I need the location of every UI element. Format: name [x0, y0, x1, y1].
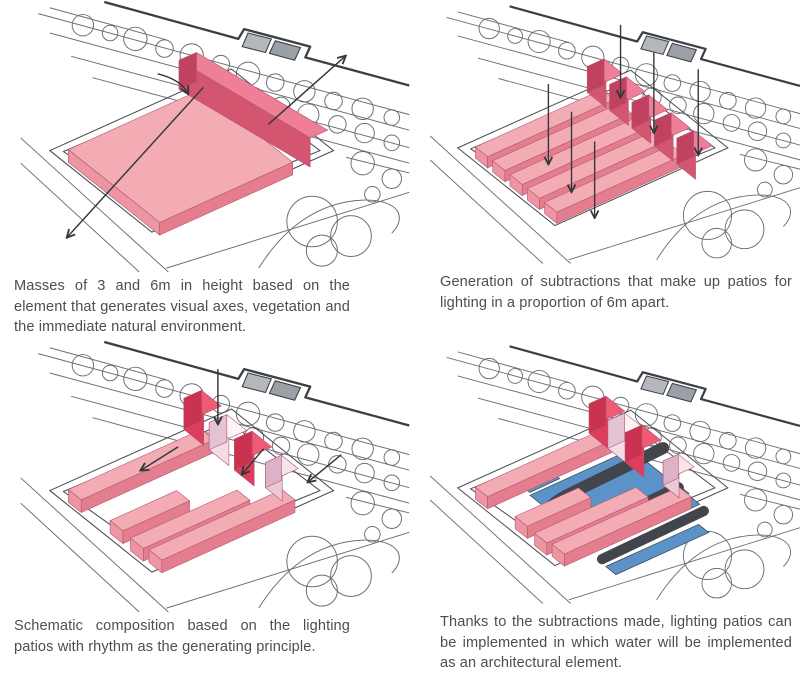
white-cube: [607, 412, 643, 463]
pale-cube: [662, 453, 695, 499]
rhythm-bars: [475, 429, 692, 567]
panel-water-patios: Thanks to the subtractions made, lightin…: [430, 340, 800, 679]
slab-strips: [475, 89, 684, 224]
axonometric-composition-diagram: [19, 340, 411, 612]
composition-arrows: [141, 369, 342, 482]
red-cube-1: [588, 395, 625, 449]
axonometric-masses-diagram: [19, 0, 411, 272]
red-cube-1: [183, 390, 222, 446]
visual-axis-arrows: [67, 56, 345, 237]
axonometric-water-diagram: [430, 345, 800, 605]
caption-subtractions: Generation of subtractions that make up …: [440, 274, 792, 311]
bar-cubes: [586, 58, 713, 180]
caption-composition: Schematic composition based on the light…: [14, 618, 350, 655]
caption-masses: Masses of 3 and 6m in height based on th…: [14, 278, 350, 336]
caption-water-patios: Thanks to the subtractions made, lightin…: [440, 614, 792, 672]
panel-subtractions: Generation of subtractions that make up …: [430, 0, 800, 340]
tall-bar-6m: [178, 52, 328, 168]
subtraction-arrows: [548, 24, 698, 217]
rhythm-bars: [68, 429, 296, 574]
panel-composition: Schematic composition based on the light…: [0, 340, 430, 679]
pale-cube: [265, 454, 299, 502]
red-cube-2: [624, 424, 662, 478]
axonometric-subtractions-diagram: [430, 5, 800, 265]
panel-masses: Masses of 3 and 6m in height based on th…: [0, 0, 430, 340]
